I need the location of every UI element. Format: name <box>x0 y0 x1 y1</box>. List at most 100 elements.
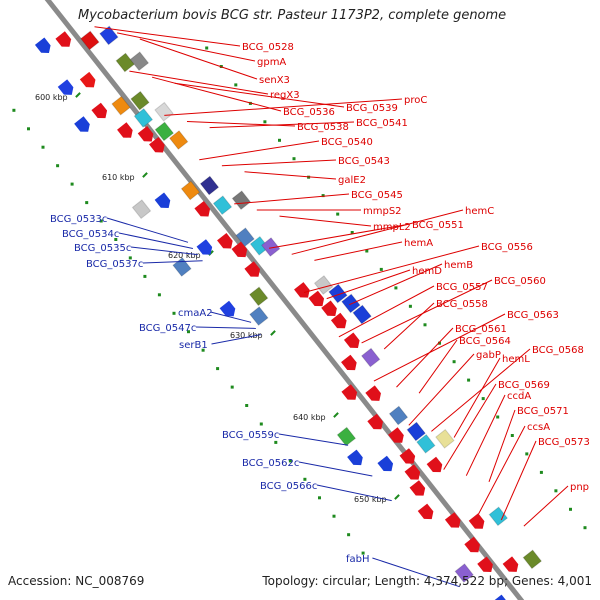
gene-feature <box>149 136 165 153</box>
gene-feature <box>417 503 434 520</box>
gene-label-minus: BCG_0534c <box>62 229 119 240</box>
gene-feature <box>399 448 416 464</box>
guide-dot <box>263 120 267 124</box>
gene-feature <box>444 512 461 528</box>
gene-feature <box>341 354 357 371</box>
gene-block <box>199 175 220 196</box>
gene-arrow <box>74 116 90 132</box>
gene-arrow <box>154 192 171 208</box>
gene-feature <box>111 95 131 116</box>
gene-feature <box>231 190 252 211</box>
gene-feature <box>244 261 261 277</box>
gene-feature <box>388 405 409 426</box>
gene-block <box>212 195 233 216</box>
gene-arrow <box>34 37 51 53</box>
gene-feature <box>57 79 74 95</box>
gene-label-plus: hemC <box>465 206 494 217</box>
leader-line <box>418 339 458 394</box>
gene-feature <box>154 101 174 122</box>
gene-block <box>249 306 269 327</box>
gene-feature <box>330 312 347 329</box>
leader-line <box>221 159 337 167</box>
gene-arrow <box>388 427 404 443</box>
gene-arrow <box>444 512 461 528</box>
gene-feature <box>416 433 436 454</box>
gene-label-plus: ccsA <box>527 422 550 433</box>
guide-dot <box>510 434 514 437</box>
gene-feature <box>130 90 150 111</box>
gene-feature <box>336 426 357 447</box>
guide-dot <box>554 489 558 493</box>
gene-label-plus: BCG_0557 <box>436 282 488 293</box>
gene-arrow <box>341 384 358 400</box>
gene-arrow <box>294 282 310 298</box>
guide-dot <box>303 477 307 481</box>
leader-line <box>130 246 198 256</box>
guide-dot <box>379 267 383 271</box>
gene-block <box>435 428 455 449</box>
gene-feature <box>388 427 404 443</box>
gene-label-plus: BCG_0560 <box>494 276 546 287</box>
gene-arrow <box>502 556 519 572</box>
genome-backbone <box>44 0 525 600</box>
gene-feature <box>260 237 281 257</box>
gene-feature <box>409 480 426 496</box>
gene-arrow <box>57 79 74 95</box>
guide-dot <box>321 194 325 198</box>
guide-dot <box>201 348 205 352</box>
gene-label-plus: hemB <box>444 260 473 271</box>
gene-label-minus: BCG_0537c <box>86 259 143 270</box>
guide-dot <box>423 323 427 327</box>
gene-feature <box>129 51 150 72</box>
leader-line <box>338 285 435 338</box>
gene-feature <box>360 347 381 368</box>
gene-label-minus: serB1 <box>179 340 208 351</box>
scale-tick-label: 640 kbp <box>293 413 326 422</box>
leader-line <box>174 82 345 108</box>
leader-line <box>234 193 350 205</box>
guide-dot <box>350 231 354 234</box>
gene-label-plus: hemL <box>502 354 530 365</box>
scale-tick-label: 650 kbp <box>354 495 387 504</box>
guide-dot <box>172 311 176 315</box>
leader-line <box>443 383 497 470</box>
scale-tick-label: 600 kbp <box>35 93 68 102</box>
gene-label-minus: BCG_0535c <box>74 243 131 254</box>
gene-feature <box>74 116 90 132</box>
gene-block <box>416 433 436 454</box>
accession-label: Accession: NC_008769 <box>8 574 145 588</box>
guide-dot <box>70 182 74 186</box>
gene-block <box>99 25 119 46</box>
gene-feature <box>231 241 248 258</box>
guide-dot <box>496 415 500 419</box>
gene-label-plus: BCG_0538 <box>297 122 349 133</box>
scale-tick-mark <box>270 330 276 336</box>
gene-label-plus: BCG_0543 <box>338 156 390 167</box>
gene-block <box>360 347 381 368</box>
gene-feature <box>133 107 154 128</box>
gene-feature <box>196 239 213 255</box>
guide-dot <box>408 304 412 308</box>
gene-arrow <box>55 31 72 47</box>
gene-block <box>388 405 409 426</box>
guide-dot <box>539 470 543 474</box>
gene-feature <box>341 384 358 400</box>
leader-line <box>151 76 282 112</box>
guide-dot <box>336 212 340 216</box>
gene-feature <box>99 25 119 46</box>
gene-arrow <box>468 513 485 529</box>
gene-feature <box>248 286 269 307</box>
gene-feature <box>404 464 421 480</box>
guide-dot <box>525 452 529 456</box>
gene-block <box>130 90 150 111</box>
leader-line <box>269 223 411 249</box>
gene-arrow <box>137 125 154 142</box>
guide-dot <box>216 367 220 371</box>
gene-label-plus: regX3 <box>270 90 300 101</box>
guide-dot <box>157 293 161 297</box>
guide-dot <box>12 108 16 112</box>
guide-dot <box>187 330 190 334</box>
gene-label-plus: senX3 <box>259 75 290 86</box>
leader-line <box>117 32 256 62</box>
guide-dot <box>99 219 103 223</box>
